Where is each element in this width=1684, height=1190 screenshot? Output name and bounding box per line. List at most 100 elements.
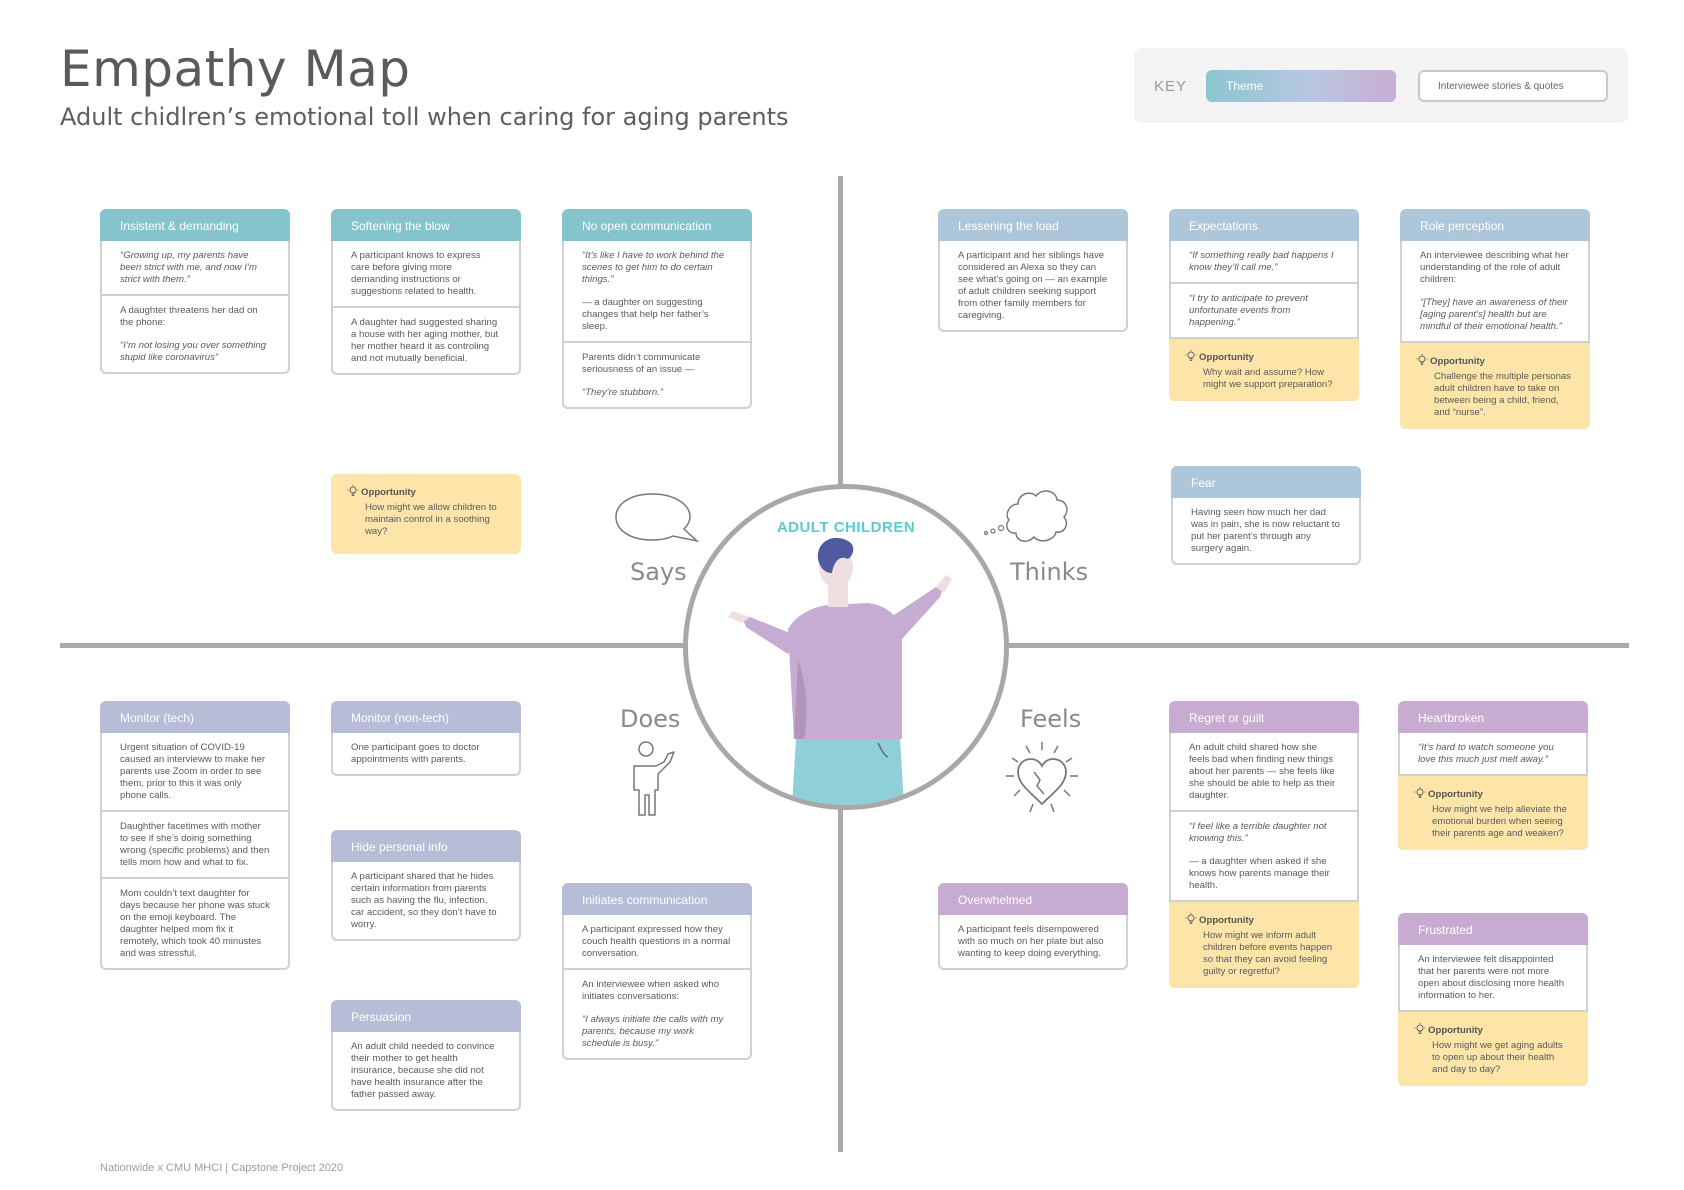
- opportunity-label: Opportunity: [1199, 352, 1254, 363]
- card-title: Expectations: [1169, 209, 1359, 241]
- card-title: Fear: [1171, 466, 1361, 498]
- card-story: Having seen how much her dad was in pain…: [1191, 507, 1340, 554]
- opportunity-block: Opportunity How might we get aging adult…: [1398, 1010, 1588, 1086]
- card-story: A participant expressed how they couch h…: [582, 924, 731, 959]
- card-hide-personal-info: Hide personal info A participant shared …: [331, 830, 521, 941]
- lightbulb-icon: [1414, 1023, 1426, 1034]
- card-story: A participant and her siblings have cons…: [958, 250, 1108, 321]
- card-quote: “It’s hard to watch someone you love thi…: [1418, 742, 1554, 765]
- footer-credit: Nationwide x CMU MHCI | Capstone Project…: [100, 1162, 344, 1174]
- card-title: Lessening the load: [938, 209, 1128, 241]
- card-quote: “[They] have an awareness of their [agin…: [1420, 297, 1568, 332]
- card-quote: “I try to anticipate to prevent unfortun…: [1171, 282, 1357, 337]
- page-subtitle: Adult chidlren’s emotional toll when car…: [60, 103, 789, 131]
- card-title: Monitor (tech): [100, 701, 290, 733]
- opportunity-block: Opportunity Why wait and assume? How mig…: [1169, 337, 1359, 401]
- card-overwhelmed: Overwhelmed A participant feels disempow…: [938, 883, 1128, 970]
- card-quote: “If something really bad happens I know …: [1189, 250, 1334, 273]
- card-title: Overwhelmed: [938, 883, 1128, 915]
- opportunity-label: Opportunity: [1428, 1025, 1483, 1036]
- page-title: Empathy Map: [60, 40, 411, 98]
- center-persona-circle: ADULT CHILDREN: [683, 484, 1009, 810]
- card-story: An interviewee describing what her under…: [1420, 250, 1569, 285]
- card-story: A participant shared that he hides certa…: [351, 871, 497, 930]
- quadrant-label-does: Does: [620, 705, 681, 733]
- card-role-perception: Role perception An interviewee describin…: [1400, 209, 1590, 429]
- card-no-open-communication: No open communication “It’s like I have …: [562, 209, 752, 409]
- card-insistent-demanding: Insistent & demanding “Growing up, my pa…: [100, 209, 290, 374]
- card-story: An adult child needed to convince their …: [351, 1041, 495, 1100]
- persona-title: ADULT CHILDREN: [776, 519, 916, 536]
- card-initiates-communication: Initiates communication A participant ex…: [562, 883, 752, 1060]
- opportunity-label: Opportunity: [1428, 789, 1483, 800]
- card-softening-the-blow: Softening the blow A participant knows t…: [331, 209, 521, 375]
- card-title: Heartbroken: [1398, 701, 1588, 733]
- card-story: One participant goes to doctor appointme…: [351, 742, 480, 765]
- card-story: A participant knows to express care befo…: [351, 250, 481, 297]
- card-title: Regret or guilt: [1169, 701, 1359, 733]
- lightbulb-icon: [347, 485, 359, 496]
- opportunity-text: Why wait and assume? How might we suppor…: [1203, 367, 1333, 390]
- thought-bubble-icon: [983, 490, 1068, 542]
- card-title: Hide personal info: [331, 830, 521, 862]
- opportunity-block: Opportunity How might we help alleviate …: [1398, 774, 1588, 850]
- opportunity-label: Opportunity: [1430, 356, 1485, 367]
- opportunity-text: Challenge the multiple personas adult ch…: [1434, 371, 1572, 418]
- opportunity-block: Opportunity Challenge the multiple perso…: [1400, 341, 1590, 429]
- key-theme-swatch: Theme: [1206, 70, 1396, 102]
- card-title: Role perception: [1400, 209, 1590, 241]
- card-quote: “Growing up, my parents have been strict…: [120, 250, 258, 285]
- card-title: Monitor (non-tech): [331, 701, 521, 733]
- card-story: An adult child shared how she feels bad …: [1189, 742, 1336, 801]
- card-title: No open communication: [562, 209, 752, 241]
- lightbulb-icon: [1185, 350, 1197, 361]
- card-story: An interviewee felt disappointed that he…: [1418, 954, 1565, 1001]
- lightbulb-icon: [1185, 913, 1197, 924]
- card-title: Softening the blow: [331, 209, 521, 241]
- card-quote: “I feel like a terrible daughter not kno…: [1189, 821, 1327, 844]
- quadrant-label-thinks: Thinks: [1010, 558, 1089, 586]
- lightbulb-icon: [1414, 787, 1426, 798]
- card-story: — a daughter on suggesting changes that …: [582, 297, 709, 332]
- card-monitor-non-tech: Monitor (non-tech) One participant goes …: [331, 701, 521, 776]
- card-monitor-tech: Monitor (tech) Urgent situation of COVID…: [100, 701, 290, 970]
- card-story: Mom couldn’t text daughter for days beca…: [102, 877, 288, 968]
- card-quote: “I’m not losing you over something stupi…: [120, 340, 267, 363]
- card-title: Persuasion: [331, 1000, 521, 1032]
- card-frustrated: Frustrated An interviewee felt disappoin…: [1398, 913, 1588, 1086]
- quadrant-label-says: Says: [630, 558, 687, 586]
- key-quotes-swatch: Interviewee stories & quotes: [1418, 70, 1608, 102]
- opportunity-text: How might we help alleviate the emotiona…: [1432, 804, 1567, 839]
- card-quote: “I always initiate the calls with my par…: [582, 1014, 724, 1049]
- card-quote: “It’s like I have to work behind the sce…: [582, 250, 725, 285]
- card-title: Frustrated: [1398, 913, 1588, 945]
- card-heartbroken: Heartbroken “It’s hard to watch someone …: [1398, 701, 1588, 850]
- card-story: Parents didn’t communicate seriousness o…: [582, 352, 701, 375]
- card-story: Urgent situation of COVID-19 caused an i…: [120, 742, 266, 801]
- card-persuasion: Persuasion An adult child needed to conv…: [331, 1000, 521, 1111]
- key-legend: KEY Theme Interviewee stories & quotes: [1134, 48, 1628, 123]
- card-story: An interviewee when asked who initiates …: [582, 979, 720, 1002]
- opportunity-text: How might we inform adult children befor…: [1203, 930, 1333, 977]
- opportunity-label: Opportunity: [361, 487, 416, 498]
- card-fear: Fear Having seen how much her dad was in…: [1171, 466, 1361, 565]
- card-story: — a daughter when asked if she knows how…: [1189, 856, 1330, 891]
- card-story: A daughter threatens her dad on the phon…: [120, 305, 258, 328]
- opportunity-block: Opportunity How might we inform adult ch…: [1169, 900, 1359, 988]
- card-regret-or-guilt: Regret or guilt An adult child shared ho…: [1169, 701, 1359, 988]
- heart-icon: [1006, 742, 1078, 813]
- opportunity-card-softening: Opportunity How might we allow children …: [331, 474, 521, 554]
- card-story: A participant feels disempowered with so…: [958, 924, 1104, 959]
- card-story: A daughter had suggested sharing a house…: [333, 306, 519, 373]
- card-lessening-the-load: Lessening the load A participant and her…: [938, 209, 1128, 332]
- opportunity-text: How might we allow children to maintain …: [365, 502, 497, 537]
- opportunity-text: How might we get aging adults to open up…: [1432, 1040, 1563, 1075]
- quadrant-label-feels: Feels: [1020, 705, 1082, 733]
- card-title: Initiates communication: [562, 883, 752, 915]
- card-quote: “They’re stubborn.”: [582, 387, 664, 398]
- key-label: KEY: [1154, 78, 1188, 95]
- speech-bubble-icon: [615, 493, 700, 543]
- card-story: Daughther facetimes with mother to see i…: [102, 810, 288, 877]
- opportunity-label: Opportunity: [1199, 915, 1254, 926]
- person-pointing-icon: [633, 741, 675, 816]
